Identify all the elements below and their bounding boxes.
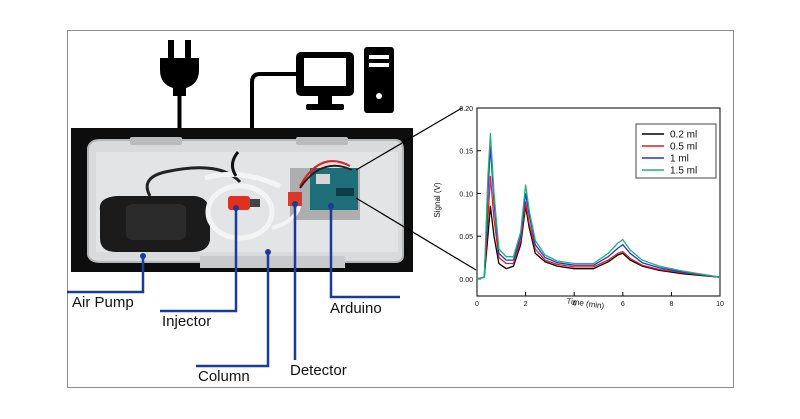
x-axis-label: Time (min) xyxy=(566,296,605,310)
x-tick-label: 4 xyxy=(572,301,576,308)
device-photo xyxy=(71,128,413,272)
arduino-label: Arduino xyxy=(330,300,382,317)
legend-label-3: 1.5 ml xyxy=(670,166,697,177)
air-pump-label: Air Pump xyxy=(72,294,134,311)
y-axis-label: Signal (V) xyxy=(433,182,442,217)
figure-border xyxy=(67,30,734,388)
leader-lines xyxy=(67,204,400,368)
legend-label-1: 0.5 ml xyxy=(670,142,697,153)
air-pump-leader xyxy=(67,256,145,294)
y-tick-label: 0.05 xyxy=(459,234,473,241)
y-tick-label: 0.15 xyxy=(459,149,473,156)
detector-label: Detector xyxy=(290,362,347,379)
column-leader xyxy=(196,252,270,368)
x-tick-label: 6 xyxy=(621,301,625,308)
x-tick-label: 0 xyxy=(475,301,479,308)
injector-leader xyxy=(160,208,238,313)
series-line-1 xyxy=(476,175,721,280)
series-line-3 xyxy=(476,132,721,280)
y-tick-label: 0.00 xyxy=(459,277,473,284)
column-label: Column xyxy=(198,368,250,385)
power-plug-icon xyxy=(160,40,199,140)
injector-label: Injector xyxy=(162,313,212,330)
y-tick-label: 0.10 xyxy=(459,191,473,198)
chart-legend: 0.2 ml0.5 ml1 ml1.5 ml xyxy=(635,123,717,179)
x-tick-label: 10 xyxy=(716,301,724,308)
computer-icon xyxy=(250,47,394,140)
arduino-leader xyxy=(329,206,400,299)
legend-label-2: 1 ml xyxy=(670,154,689,165)
legend-label-0: 0.2 ml xyxy=(670,130,697,141)
series-line-0 xyxy=(476,205,721,280)
x-tick-label: 8 xyxy=(669,301,673,308)
x-tick-label: 2 xyxy=(524,301,528,308)
y-tick-label: 0.20 xyxy=(459,106,473,113)
